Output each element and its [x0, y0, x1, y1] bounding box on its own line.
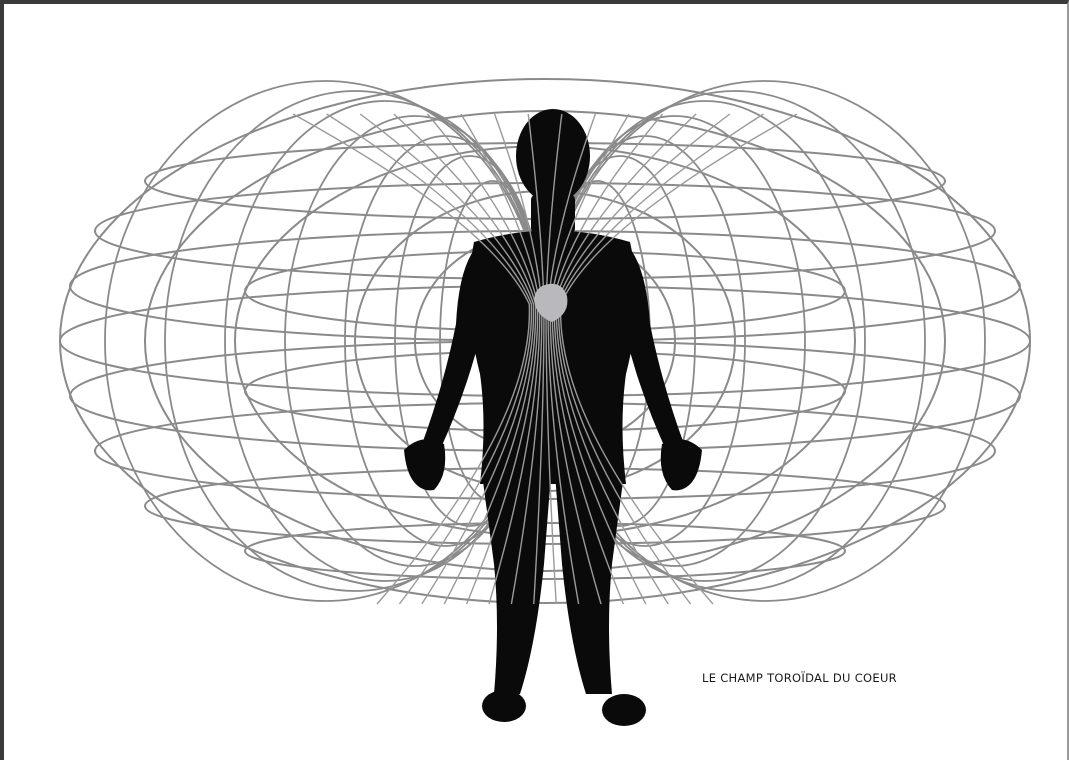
toroidal-field-illustration	[4, 4, 1069, 764]
diagram-caption: LE CHAMP TOROÏDAL DU COEUR	[702, 671, 897, 685]
